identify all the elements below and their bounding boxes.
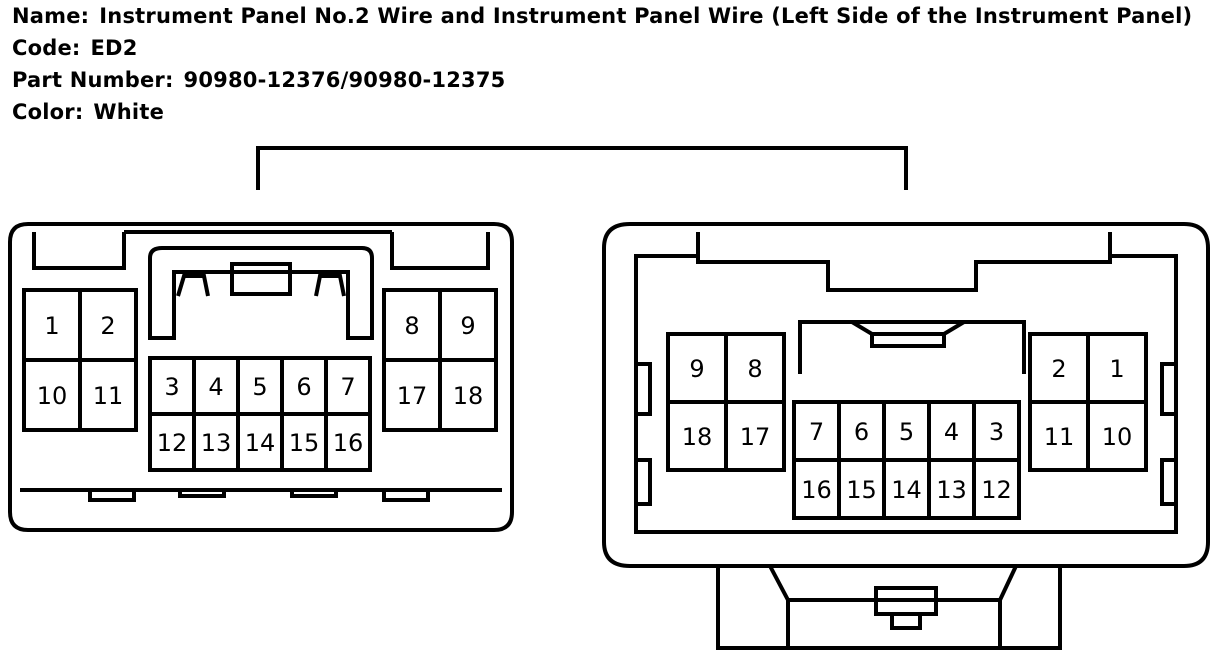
right-lower-lock-taper	[768, 565, 1018, 602]
right-pin-label-16: 16	[801, 476, 832, 504]
right-pin-label-8: 8	[747, 355, 762, 383]
right-pin-label-4: 4	[944, 418, 959, 446]
color-line: Color: White	[12, 96, 1192, 128]
right-pin-cell-12	[972, 458, 1021, 520]
right-notch-right-2	[1160, 458, 1178, 506]
right-pin-block-9: 9 8 18 17	[666, 332, 786, 472]
right-pin-label-18: 18	[682, 423, 713, 451]
left-pin-block-1: 1 2 10 11	[22, 288, 138, 432]
left-pin-label-2: 2	[100, 312, 115, 340]
right-pin-label-13: 13	[936, 476, 967, 504]
left-pin-cell-18	[438, 358, 498, 432]
left-pin-cell-11	[78, 358, 138, 432]
right-notch-left-1	[634, 362, 652, 416]
right-lower-lock-sides	[786, 600, 1002, 648]
left-pin-label-18: 18	[453, 382, 484, 410]
left-lock-latch	[230, 262, 292, 296]
left-slot-3	[290, 488, 338, 498]
right-pin-label-6: 6	[854, 418, 869, 446]
right-pin-block-center: 7 6 5 4 3 16 15 14 13 12	[792, 400, 1021, 520]
right-pin-cell-10	[1086, 400, 1148, 472]
link-bracket	[256, 146, 908, 190]
right-lower-lock-stem	[890, 612, 922, 630]
right-pin-label-1: 1	[1109, 355, 1124, 383]
left-connector-housing	[8, 222, 514, 532]
left-pin-label-5: 5	[252, 373, 267, 401]
right-pin-label-3: 3	[989, 418, 1004, 446]
right-pin-label-7: 7	[809, 418, 824, 446]
left-pin-label-3: 3	[164, 373, 179, 401]
left-pin-label-1: 1	[44, 312, 59, 340]
right-latch-tab	[870, 332, 946, 348]
left-pin-block-8: 8 9 17 18	[382, 288, 498, 432]
left-pin-label-11: 11	[93, 382, 124, 410]
code-line: Code: ED2	[12, 32, 1192, 64]
part-number-line: Part Number: 90980-12376/90980-12375	[12, 64, 1192, 96]
right-pin-label-17: 17	[740, 423, 771, 451]
left-pin-label-15: 15	[289, 429, 320, 457]
color-label: Color:	[12, 100, 84, 124]
right-pin-label-10: 10	[1102, 423, 1133, 451]
right-connector-housing	[602, 222, 1210, 568]
left-lock-tab	[148, 246, 374, 340]
right-pin-label-9: 9	[689, 355, 704, 383]
left-slot-4	[382, 488, 430, 502]
left-pin-label-6: 6	[296, 373, 311, 401]
right-pin-label-12: 12	[981, 476, 1012, 504]
right-pin-cell-17	[724, 400, 786, 472]
right-lower-lock	[716, 566, 1062, 650]
right-pin-label-2: 2	[1051, 355, 1066, 383]
part-number-value: 90980-12376/90980-12375	[183, 68, 506, 92]
name-line: Name: Instrument Panel No.2 Wire and Inst…	[12, 0, 1192, 32]
right-pin-label-14: 14	[891, 476, 922, 504]
right-notch-right-1	[1160, 362, 1178, 416]
right-pin-label-11: 11	[1044, 423, 1075, 451]
right-notch-left-2	[634, 458, 652, 506]
name-value: Instrument Panel No.2 Wire and Instrumen…	[99, 4, 1193, 28]
left-pin-cell-16	[324, 412, 372, 472]
right-inner-frame	[634, 232, 1178, 534]
left-pin-label-10: 10	[37, 382, 68, 410]
left-pin-block-center: 3 4 5 6 7 12 13 14 15 16	[148, 356, 372, 472]
left-slot-2	[178, 488, 226, 498]
left-pin-label-9: 9	[460, 312, 475, 340]
left-pin-label-16: 16	[333, 429, 364, 457]
left-pin-label-12: 12	[157, 429, 188, 457]
left-pin-label-8: 8	[404, 312, 419, 340]
right-pin-label-15: 15	[846, 476, 877, 504]
color-value: White	[93, 100, 165, 124]
left-lock-hook-left	[176, 274, 210, 297]
code-value: ED2	[90, 36, 138, 60]
right-pin-label-5: 5	[899, 418, 914, 446]
left-pin-label-17: 17	[397, 382, 428, 410]
left-pin-label-13: 13	[201, 429, 232, 457]
left-pin-label-7: 7	[340, 373, 355, 401]
left-rim-left	[32, 232, 126, 270]
code-label: Code:	[12, 36, 81, 60]
left-slot-1	[88, 488, 136, 502]
right-latch-frame	[798, 320, 1026, 374]
left-pin-label-4: 4	[208, 373, 223, 401]
left-lock-hook-right	[314, 274, 346, 297]
left-rim-right	[390, 232, 490, 270]
part-number-label: Part Number:	[12, 68, 174, 92]
left-pin-label-14: 14	[245, 429, 276, 457]
header: Name: Instrument Panel No.2 Wire and Inst…	[12, 0, 1192, 128]
name-label: Name:	[12, 4, 90, 28]
